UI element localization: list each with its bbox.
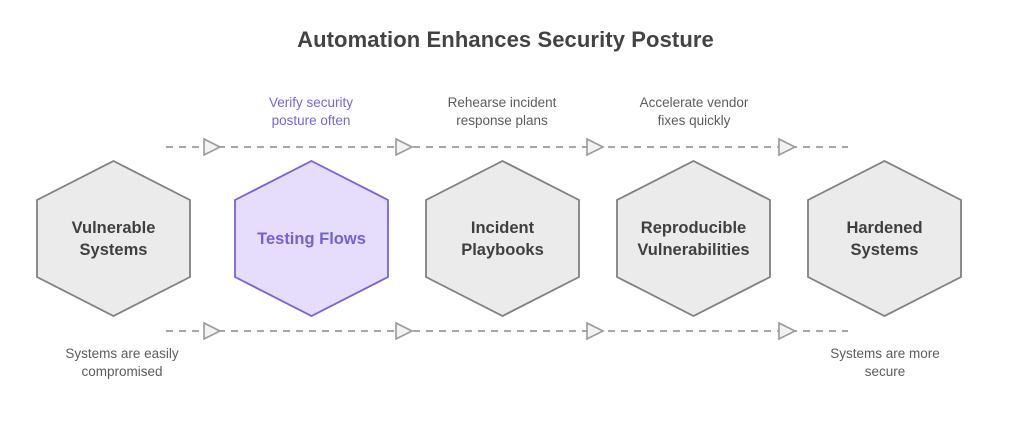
bottom-caption-line1: Systems are easily (65, 346, 179, 361)
bottom-arrowhead-2 (395, 321, 414, 341)
hexagon-shape (234, 160, 389, 317)
top-arrowhead-3 (586, 137, 605, 157)
hex-node-vulnerable-systems[interactable]: Vulnerable Systems (35, 160, 192, 317)
hexagon-shape (36, 160, 191, 317)
bottom-caption-systems-easily-compromised: Systems are easily compromised (27, 345, 217, 381)
bottom-arrowhead-3 (586, 321, 605, 341)
bottom-caption-line1: Systems are more (830, 346, 940, 361)
hex-node-reproducible-vulnerabilities[interactable]: Reproducible Vulnerabilities (615, 160, 772, 317)
hex-node-hardened-systems[interactable]: Hardened Systems (806, 160, 963, 317)
top-caption-line1: Verify security (268, 95, 354, 110)
top-caption-accelerate-vendor: Accelerate vendor fixes quickly (609, 94, 779, 130)
top-caption-line1: Rehearse incident (447, 95, 557, 110)
top-arrowhead-2 (395, 137, 414, 157)
hexagon-shape (616, 160, 771, 317)
hexagon-shape (425, 160, 580, 317)
top-caption-line1: Accelerate vendor (639, 95, 749, 110)
bottom-arrowhead-4 (778, 321, 797, 341)
bottom-caption-line2: compromised (81, 364, 163, 379)
top-caption-rehearse-incident: Rehearse incident response plans (417, 94, 587, 130)
top-caption-line2: response plans (456, 113, 548, 128)
hex-node-incident-playbooks[interactable]: Incident Playbooks (424, 160, 581, 317)
bottom-caption-line2: secure (864, 364, 906, 379)
top-caption-line2: fixes quickly (657, 113, 731, 128)
hexagon-shape (807, 160, 962, 317)
top-arrowhead-1 (203, 137, 222, 157)
bottom-arrowhead-1 (203, 321, 222, 341)
top-caption-verify-security: Verify security posture often (226, 94, 396, 130)
bottom-caption-systems-more-secure: Systems are more secure (790, 345, 980, 381)
top-caption-line2: posture often (271, 113, 351, 128)
page-title: Automation Enhances Security Posture (297, 27, 714, 52)
hex-node-testing-flows[interactable]: Testing Flows (233, 160, 390, 317)
top-arrowhead-4 (778, 137, 797, 157)
